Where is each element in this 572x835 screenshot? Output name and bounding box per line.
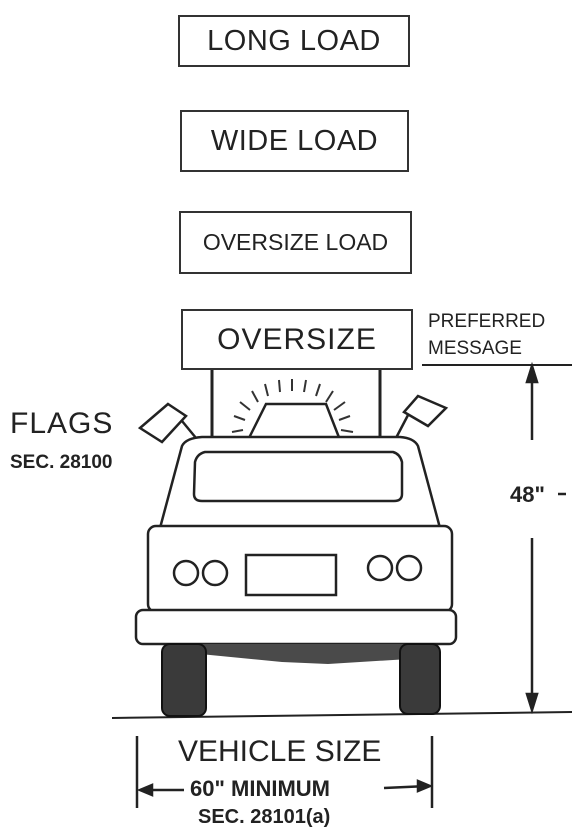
undercarriage [200, 644, 430, 664]
sign-long-load-text: LONG LOAD [207, 24, 381, 57]
sign-oversize: OVERSIZE [181, 309, 413, 370]
sign-wide-load: WIDE LOAD [180, 110, 409, 172]
vehicle-size-label: VEHICLE SIZE [178, 735, 382, 768]
width-dimension [135, 736, 434, 808]
warning-light [245, 402, 342, 442]
flags-label: FLAGS [10, 407, 114, 440]
sign-wide-load-text: WIDE LOAD [210, 124, 379, 157]
wheel-right [399, 643, 441, 715]
bumper [134, 608, 458, 646]
headlight [201, 559, 229, 587]
flag-right [394, 394, 449, 439]
preferred-label-line1: PREFERRED [428, 311, 546, 332]
height-label: 48" [510, 482, 545, 507]
headlight [172, 559, 200, 587]
headlight [395, 554, 423, 582]
license-plate [244, 553, 338, 597]
vehicle-section-label: SEC. 28101(a) [198, 806, 331, 828]
windshield [192, 450, 404, 503]
minimum-width-label: 60" MINIMUM [190, 776, 330, 801]
height-dimension-arrow [525, 361, 566, 715]
sign-oversize-text: OVERSIZE [217, 322, 377, 356]
preferred-label-line2: MESSAGE [428, 338, 522, 359]
wheel-left [161, 643, 207, 717]
sign-oversize-load: OVERSIZE LOAD [179, 211, 412, 274]
flag-left [137, 402, 197, 444]
light-rays [231, 379, 354, 433]
headlight [366, 554, 394, 582]
flags-section-label: SEC. 28100 [10, 452, 113, 473]
sign-long-load: LONG LOAD [178, 15, 410, 67]
sign-oversize-load-text: OVERSIZE LOAD [202, 229, 389, 255]
